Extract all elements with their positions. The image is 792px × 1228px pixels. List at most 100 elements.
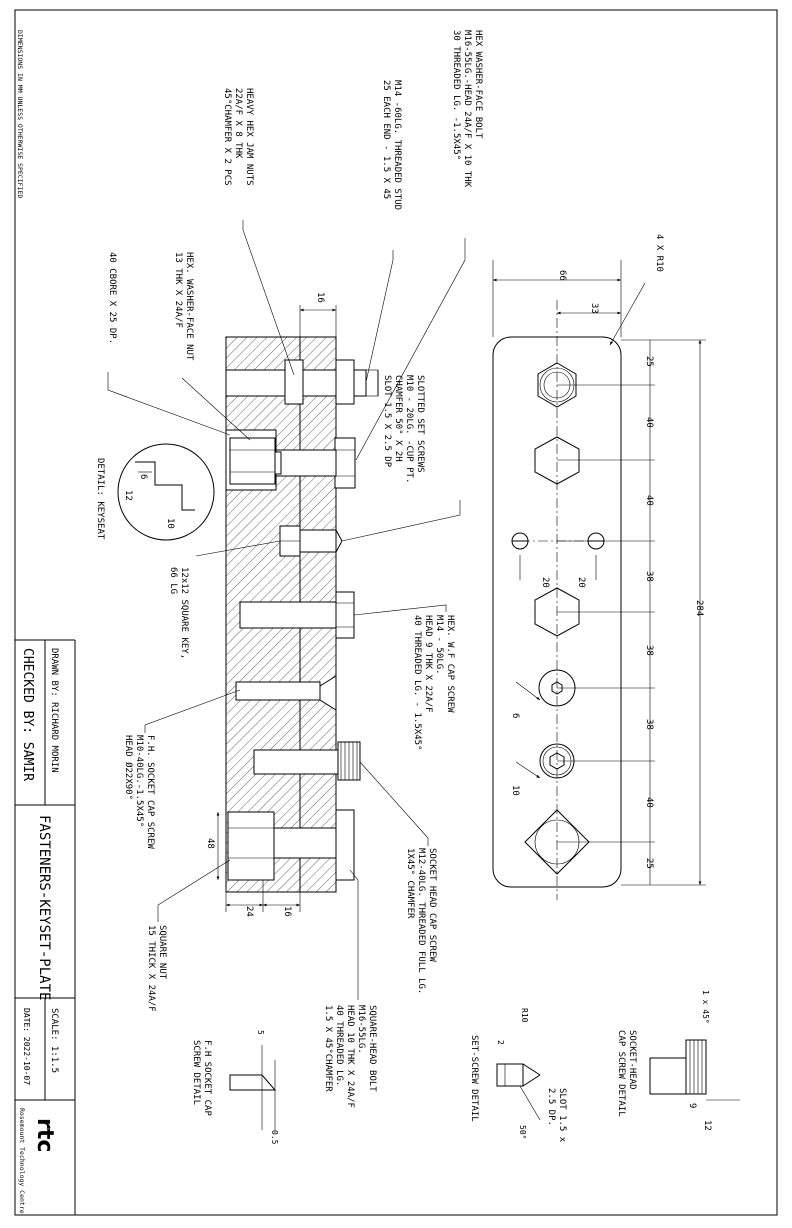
dim-chamfer-1x45: 1 x 45° — [701, 990, 710, 1024]
jam-nut-top — [335, 359, 355, 405]
spacing-dims: 25 40 40 38 38 38 40 25 — [557, 356, 655, 869]
svg-text:66 LG: 66 LG — [168, 567, 178, 594]
square-nut-side — [227, 811, 275, 881]
callout-keyseat: DETAIL: KEYSEAT — [95, 458, 105, 540]
scale: SCALE: 1:1.5 — [49, 1008, 59, 1073]
dim-33: 33 — [589, 303, 599, 314]
cap-screw-head-side — [335, 591, 355, 639]
callout-set-screw-detail: SET-SCREW DETAIL — [469, 1035, 479, 1122]
svg-text:SLOTTED SET SCREWS: SLOTTED SET SCREWS — [415, 375, 425, 473]
svg-text:SOCKET-HEAD: SOCKET-HEAD — [627, 1030, 637, 1090]
svg-text:15 THICK X 24A/F: 15 THICK X 24A/F — [146, 925, 156, 1012]
callout-fh-socket: F.H. SOCKET CAP SCREW M10-40LG.-1.5X45° … — [123, 735, 155, 849]
dim-corner-r: 4 X R10 — [654, 234, 664, 272]
dim-hex-6: 6 — [510, 713, 520, 718]
dim-sec-16-top: 16 — [315, 292, 325, 303]
dim-spacing-1: 25 — [644, 356, 654, 367]
svg-text:13 THK X 24A/F: 13 THK X 24A/F — [173, 252, 183, 328]
dim-sec-16-bot: 16 — [282, 906, 292, 917]
svg-text:HEX. W.F CAP SCREW: HEX. W.F CAP SCREW — [445, 615, 455, 713]
callout-set-screws: SLOTTED SET SCREWS M10 - 20LG. -CUP PT. … — [382, 375, 425, 483]
dim-key-10: 10 — [165, 518, 175, 529]
dim-key-12: 12 — [123, 490, 133, 501]
checked-by: CHECKED BY: SAMIR — [20, 648, 35, 781]
wf-nut-side — [229, 437, 276, 485]
svg-text:F.H. SOCKET CAP SCREW: F.H. SOCKET CAP SCREW — [145, 735, 155, 849]
svg-text:DETAIL: KEYSEAT: DETAIL: KEYSEAT — [95, 458, 105, 540]
svg-text:25 EACH END - 1.5 X 45: 25 EACH END - 1.5 X 45 — [381, 80, 391, 199]
sheet-border — [14, 9, 778, 1216]
hex-bolt-head — [537, 362, 577, 408]
plate-top-view: 284 25 40 40 38 38 38 40 25 66 33 4 X R — [492, 234, 706, 900]
hex-bolt-head-side — [334, 437, 356, 489]
svg-text:HEX WASHER-FACE BOLT: HEX WASHER-FACE BOLT — [473, 30, 483, 139]
svg-text:F.H SOCKET CAP: F.H SOCKET CAP — [202, 1040, 212, 1116]
svg-text:12x12 SQUARE KEY,: 12x12 SQUARE KEY, — [179, 567, 189, 659]
dim-spacing-6: 38 — [644, 719, 654, 730]
svg-text:HEAD Ø22X90°: HEAD Ø22X90° — [123, 735, 134, 800]
dim-sec-24: 24 — [244, 906, 254, 917]
svg-text:rtc: rtc — [32, 1118, 57, 1152]
svg-text:M10-40LG.-1.5X45°: M10-40LG.-1.5X45° — [134, 735, 144, 827]
dim-r10: R10 — [520, 1008, 529, 1023]
dim-key-6: 6 — [138, 474, 148, 479]
callout-socket-head: SOCKET HEAD CAP SCREW M12-40LG. THREADED… — [405, 848, 437, 994]
drawing-title: FASTENERS-KEYSET-PLATE — [36, 815, 52, 1000]
dim-shcs-12: 12 — [702, 1120, 712, 1131]
dim-spacing-7: 40 — [644, 797, 654, 808]
set-screw-detail: R10 2 50° — [496, 1008, 541, 1139]
dim-ss-2: 2 — [496, 1040, 505, 1045]
callout-cbore: 40 CBORE X 25 DP. — [107, 252, 117, 344]
svg-text:HEX. WASHER-FACE NUT: HEX. WASHER-FACE NUT — [184, 252, 194, 361]
svg-text:M12-40LG. THREADED FULL LG.: M12-40LG. THREADED FULL LG. — [416, 848, 426, 994]
dim-ss-50: 50° — [518, 1125, 527, 1139]
dim-fh-05: 0.5 — [270, 1130, 279, 1145]
callout-shcs-detail: SOCKET-HEAD CAP SCREW DETAIL — [616, 1030, 637, 1117]
svg-text:M16-55LG.: M16-55LG. — [356, 1005, 366, 1054]
svg-text:1.5 X 45°CHAMFER: 1.5 X 45°CHAMFER — [323, 1005, 333, 1092]
dim-spacing-4: 38 — [644, 571, 654, 582]
callout-square-head-bolt: SQUARE-HEAD BOLT M16-55LG. HEAD 10 THK X… — [323, 1005, 377, 1108]
cap-screw-hex — [534, 587, 580, 637]
callout-square-key: 12x12 SQUARE KEY, 66 LG — [168, 567, 189, 659]
callout-wf-nut: HEX. WASHER-FACE NUT 13 THK X 24A/F — [173, 252, 194, 361]
svg-text:2.5 DP.: 2.5 DP. — [546, 1088, 556, 1126]
dim-spacing-8: 25 — [644, 858, 654, 869]
svg-text:M10 - 20LG. -CUP PT.: M10 - 20LG. -CUP PT. — [404, 375, 414, 483]
stud-hex — [534, 436, 580, 485]
dim-284: 284 — [694, 600, 704, 616]
svg-text:HEAD 10 THK X 24A/F: HEAD 10 THK X 24A/F — [345, 1005, 355, 1108]
callout-slot: SLOT 1.5 x 2.5 DP. — [546, 1088, 567, 1143]
svg-text:1X45° CHAMFER: 1X45° CHAMFER — [405, 848, 415, 919]
dim-spacing-2: 40 — [644, 417, 654, 428]
svg-text:M14 - 50LG.: M14 - 50LG. — [434, 615, 444, 675]
date: DATE: 2022-10-07 — [22, 1008, 31, 1085]
shcs-detail: 1 x 45° 9 12 — [649, 990, 740, 1131]
company-logo: rtc — [32, 1118, 57, 1152]
svg-text:40 THREADED LG.: 40 THREADED LG. — [334, 1005, 344, 1086]
company-name: Rosemount Technology Centre — [18, 1108, 26, 1214]
callout-hex-bolt: HEX WASHER-FACE BOLT M16-55LG.-HEAD 24A/… — [451, 30, 483, 188]
callout-stud: M14 -60LG. THREADED STUD 25 EACH END - 1… — [381, 80, 402, 210]
jam-nut-mid — [284, 359, 304, 405]
square-head-top — [524, 809, 590, 875]
dim-hex-10: 10 — [510, 785, 520, 796]
callout-wf-cap-screw: HEX. W.F CAP SCREW M14 - 50LG. HEAD 9 TH… — [412, 615, 455, 750]
dim-shcs-9: 9 — [687, 1103, 697, 1108]
dim-sec-48: 48 — [205, 838, 215, 849]
sheet-note: DIMENSIONS IN MM UNLESS OTHERWISE SPECIF… — [16, 30, 24, 198]
svg-text:CAP SCREW DETAIL: CAP SCREW DETAIL — [616, 1030, 626, 1117]
drawn-by: DRAWN BY: RICHARD MORIN — [49, 648, 59, 773]
svg-text:SLOT 1.5 x: SLOT 1.5 x — [557, 1088, 567, 1143]
svg-text:40 CBORE X 25 DP.: 40 CBORE X 25 DP. — [107, 252, 117, 344]
svg-text:SCREW DETAIL: SCREW DETAIL — [191, 1040, 201, 1105]
plate-section-view: 16 24 16 — [205, 292, 379, 917]
dim-set-20b: 20 — [576, 577, 586, 588]
svg-text:SOCKET HEAD CAP SCREW: SOCKET HEAD CAP SCREW — [427, 848, 437, 962]
dim-spacing-3: 40 — [644, 495, 654, 506]
svg-text:22A/F X 8 THK: 22A/F X 8 THK — [233, 88, 243, 159]
svg-text:SLOT 1.5 X 2.5 DP: SLOT 1.5 X 2.5 DP — [382, 375, 392, 468]
title-block: DRAWN BY: RICHARD MORIN CHECKED BY: SAMI… — [15, 639, 76, 1215]
svg-text:SQUARE NUT: SQUARE NUT — [157, 925, 167, 980]
